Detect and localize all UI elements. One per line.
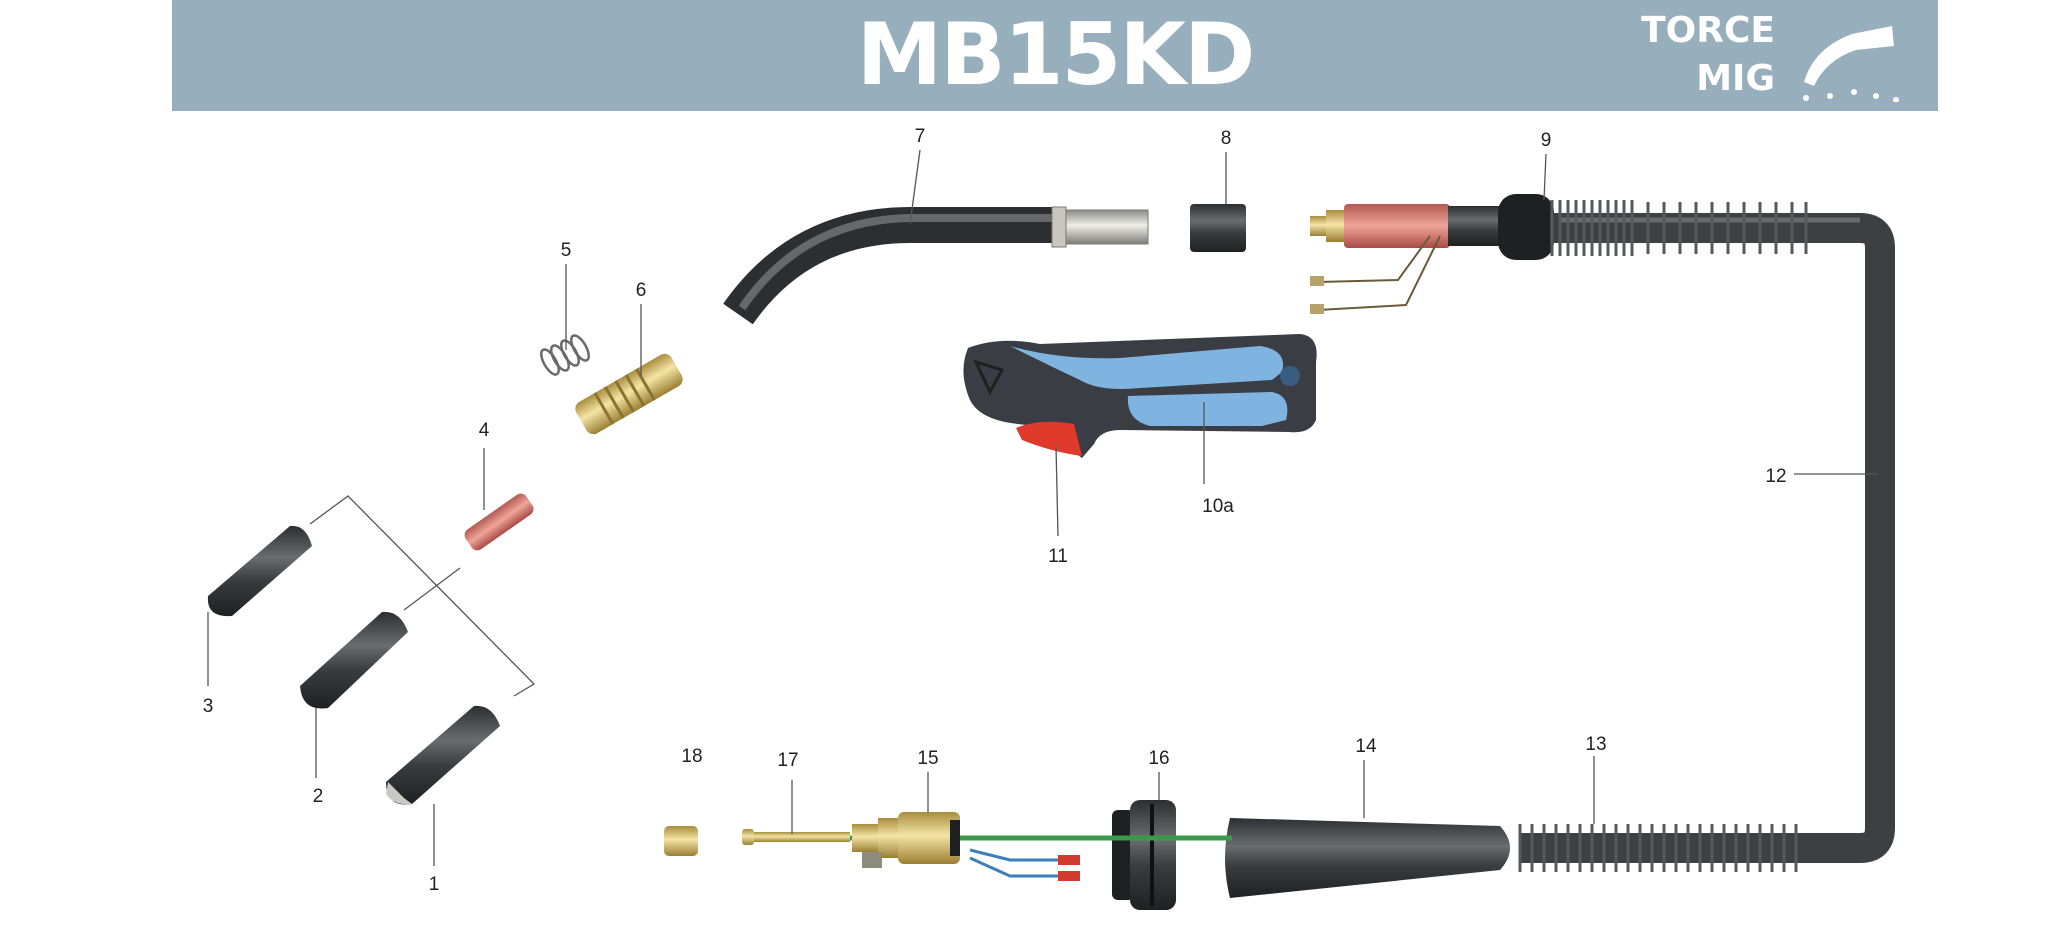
callout-label: 17 <box>777 750 798 771</box>
part-central-adaptor <box>852 812 960 868</box>
callout-label: 10a <box>1202 496 1234 517</box>
callout-label: 3 <box>203 696 214 717</box>
part-nozzle-1 <box>386 705 500 805</box>
callout-label: 4 <box>479 420 490 441</box>
part-connector-nut <box>1112 800 1176 910</box>
part-cable-assembly <box>1518 200 1895 872</box>
part-contact-pin <box>742 829 850 845</box>
brand-line-mig: MIG <box>1696 58 1775 99</box>
part-handle <box>963 334 1317 458</box>
callout-label: 7 <box>915 126 926 147</box>
page-title: MB15KD <box>856 5 1256 105</box>
control-wires <box>969 848 1060 878</box>
callout-label: 18 <box>681 746 702 767</box>
callout-label: 9 <box>1541 130 1552 151</box>
welding-torch-logo-icon <box>1803 26 1899 102</box>
header-banner: MB15KD TORCE MIG <box>172 0 1938 111</box>
part-spring <box>540 334 590 376</box>
callout-label: 1 <box>429 874 440 895</box>
callout-label: 6 <box>636 280 647 301</box>
callout-label: 15 <box>917 748 938 769</box>
brand-line-torce: TORCE <box>1641 10 1775 51</box>
callout-label: 11 <box>1048 546 1068 567</box>
callout-label: 2 <box>313 786 324 807</box>
callout-label: 12 <box>1765 466 1786 487</box>
part-connector-head <box>1310 194 1554 314</box>
part-trigger <box>1016 421 1082 456</box>
callout-lines <box>207 149 1878 866</box>
part-nozzle-3 <box>207 525 312 617</box>
part-neck-insulator <box>1190 204 1246 252</box>
part-nozzle-2 <box>300 611 408 709</box>
part-adaptor-nut <box>664 826 698 856</box>
part-rear-spring <box>1518 824 1798 872</box>
callout-label: 14 <box>1355 736 1377 757</box>
part-gas-diffuser <box>575 353 683 435</box>
callout-label: 5 <box>561 240 572 261</box>
part-contact-tip <box>464 493 534 551</box>
part-rear-sleeve <box>1225 818 1510 898</box>
part-swan-neck <box>723 206 1149 325</box>
callout-label: 16 <box>1148 748 1169 769</box>
callout-label: 8 <box>1221 128 1232 149</box>
callout-label: 13 <box>1585 734 1606 755</box>
